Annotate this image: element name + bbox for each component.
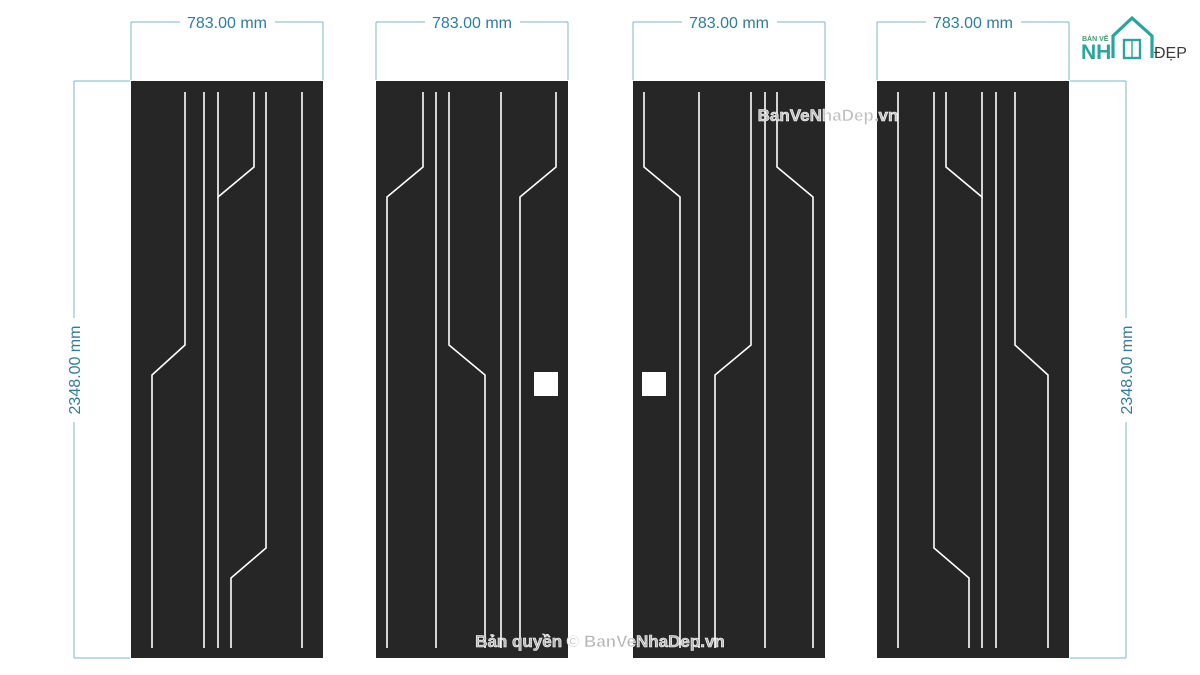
door-panel-2 <box>376 81 568 658</box>
groove-lines-4 <box>897 92 1049 648</box>
watermark-top: BanVeNhaDep.vn <box>758 106 899 125</box>
groove-lines-3 <box>643 92 814 648</box>
height-dimension-right: 2348.00 mm <box>1070 80 1136 659</box>
logo-main-text: NH <box>1081 41 1111 64</box>
door-panel-3 <box>633 81 825 658</box>
height-label-left: 2348.00 mm <box>67 326 84 415</box>
groove-lines-2 <box>386 92 557 648</box>
watermark-bottom: Bản quyền © BanVeNhaDep.vn <box>475 632 725 651</box>
door-handle-3 <box>642 372 666 396</box>
site-logo: BẢN VẼ NH ĐẸP <box>1081 15 1187 64</box>
logo-suffix-text: ĐẸP <box>1154 45 1187 62</box>
width-dimension-4: 783.00 mm <box>876 15 1070 80</box>
house-icon <box>1111 15 1154 60</box>
door-handle-2 <box>534 372 558 396</box>
groove-lines-1 <box>151 92 303 648</box>
height-label-right: 2348.00 mm <box>1119 326 1136 415</box>
width-label-4: 783.00 mm <box>933 15 1013 32</box>
width-dimension-1: 783.00 mm <box>130 15 324 80</box>
width-label-2: 783.00 mm <box>432 15 512 32</box>
width-dimension-3: 783.00 mm <box>632 15 826 80</box>
door-panel-1 <box>131 81 323 658</box>
width-label-1: 783.00 mm <box>187 15 267 32</box>
width-dimension-2: 783.00 mm <box>375 15 569 80</box>
height-dimension-left: 2348.00 mm <box>67 80 130 659</box>
logo-small-text: BẢN VẼ <box>1082 34 1109 43</box>
door-panel-4 <box>877 81 1069 658</box>
width-label-3: 783.00 mm <box>689 15 769 32</box>
